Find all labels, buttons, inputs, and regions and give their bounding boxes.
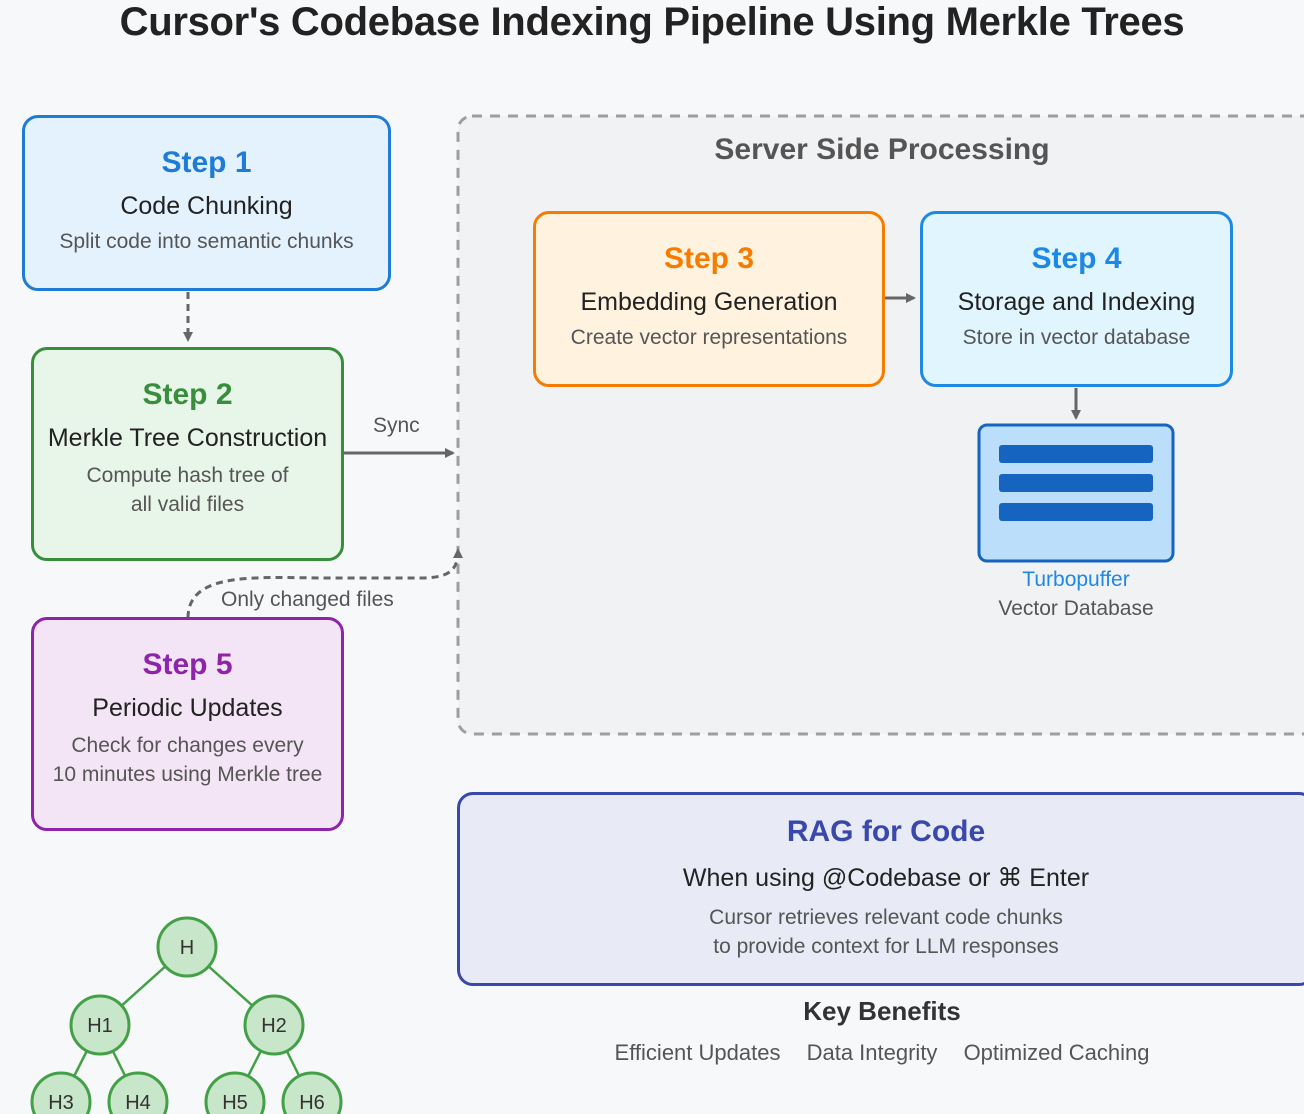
changed-files-label: Only changed files bbox=[221, 588, 394, 611]
step5-box: Step 5 Periodic Updates Check for change… bbox=[31, 617, 344, 831]
merkle-node-label: H4 bbox=[125, 1092, 151, 1114]
merkle-node bbox=[30, 1071, 92, 1114]
rag-desc-line1: Cursor retrieves relevant code chunks bbox=[709, 906, 1063, 929]
server-side-container bbox=[456, 114, 1304, 736]
step5-desc-line2: 10 minutes using Merkle tree bbox=[52, 763, 323, 786]
rag-desc-line2: to provide context for LLM responses bbox=[713, 935, 1059, 958]
rag-title: RAG for Code bbox=[786, 815, 986, 848]
step3-name: Embedding Generation bbox=[580, 288, 838, 316]
edge-step5-server bbox=[186, 548, 463, 619]
step1-number: Step 1 bbox=[161, 146, 252, 179]
diagram-title: Cursor's Codebase Indexing Pipeline Usin… bbox=[119, 0, 1185, 44]
merkle-node-label: H bbox=[180, 937, 194, 959]
merkle-node-label: H1 bbox=[87, 1015, 113, 1037]
database-label: Turbopuffer Vector Database bbox=[960, 565, 1192, 623]
server-side-label: Server Side Processing bbox=[714, 133, 1050, 166]
step2-desc-line2: all valid files bbox=[130, 493, 245, 516]
merkle-node-label: H2 bbox=[261, 1015, 287, 1037]
step3-desc: Create vector representations bbox=[570, 326, 848, 349]
database-icon bbox=[977, 423, 1175, 563]
database-type: Vector Database bbox=[998, 597, 1154, 620]
rag-subtitle: When using @Codebase or ⌘ Enter bbox=[682, 864, 1090, 892]
step2-number: Step 2 bbox=[142, 378, 233, 411]
merkle-node bbox=[243, 994, 305, 1056]
benefit-item: Optimized Caching bbox=[963, 1040, 1150, 1065]
merkle-node bbox=[156, 916, 218, 978]
key-benefits-list: Efficient Updates Data Integrity Optimiz… bbox=[458, 1040, 1304, 1066]
merkle-node bbox=[281, 1071, 343, 1114]
step5-number: Step 5 bbox=[142, 648, 233, 681]
benefit-item: Data Integrity bbox=[806, 1040, 938, 1065]
rag-box: RAG for Code When using @Codebase or ⌘ E… bbox=[457, 792, 1304, 986]
benefit-item: Efficient Updates bbox=[614, 1040, 781, 1065]
merkle-node bbox=[204, 1071, 266, 1114]
step2-desc-line1: Compute hash tree of bbox=[86, 464, 289, 487]
key-benefits-title: Key Benefits bbox=[803, 996, 961, 1026]
step4-number: Step 4 bbox=[1031, 242, 1122, 275]
sync-label: Sync bbox=[373, 414, 420, 437]
step2-box: Step 2 Merkle Tree Construction Compute … bbox=[31, 347, 344, 561]
step3-number: Step 3 bbox=[663, 242, 755, 275]
merkle-node-label: H6 bbox=[299, 1092, 325, 1114]
step5-name: Periodic Updates bbox=[92, 694, 283, 722]
step4-box: Step 4 Storage and Indexing Store in vec… bbox=[920, 211, 1233, 387]
merkle-node bbox=[107, 1071, 169, 1114]
merkle-node-label: H5 bbox=[222, 1092, 248, 1114]
merkle-node-label: H3 bbox=[48, 1092, 74, 1114]
step4-desc: Store in vector database bbox=[962, 326, 1191, 349]
step4-name: Storage and Indexing bbox=[957, 288, 1196, 316]
step5-desc-line1: Check for changes every bbox=[71, 734, 304, 757]
step1-box: Step 1 Code Chunking Split code into sem… bbox=[22, 115, 391, 291]
merkle-node bbox=[69, 994, 131, 1056]
step3-box: Step 3 Embedding Generation Create vecto… bbox=[533, 211, 885, 387]
step1-name: Code Chunking bbox=[120, 192, 293, 220]
step1-desc: Split code into semantic chunks bbox=[59, 230, 354, 253]
step2-name: Merkle Tree Construction bbox=[47, 424, 328, 452]
database-name: Turbopuffer bbox=[1022, 568, 1130, 591]
